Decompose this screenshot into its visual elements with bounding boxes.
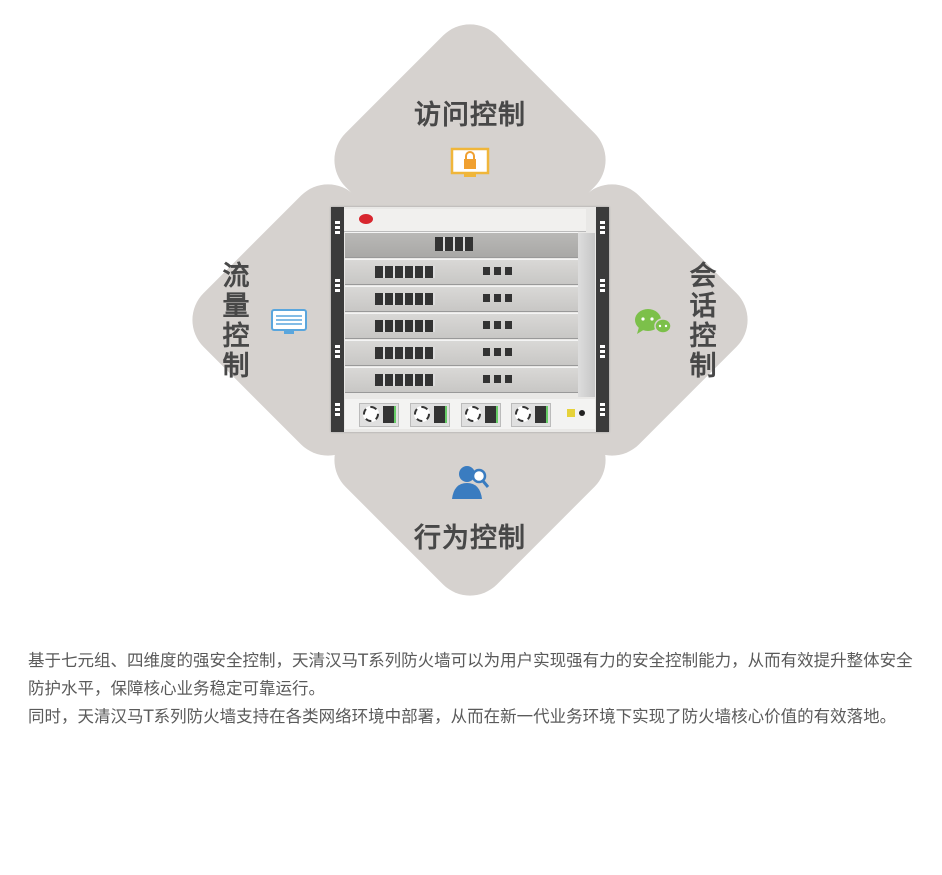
session-control-title: 会话控制 [689, 261, 717, 382]
user-search-icon [452, 466, 490, 499]
behavior-control-title: 行为控制 [414, 523, 526, 554]
firewall-chassis-image [331, 207, 609, 432]
brand-logo [359, 214, 373, 224]
access-control-title: 访问控制 [414, 100, 526, 131]
chat-icon [635, 309, 672, 334]
monitor-icon [271, 309, 307, 334]
description-paragraph-2: 同时，天清汉马T系列防火墙支持在各类网络环境中部署，从而在新一代业务环境下实现了… [28, 707, 897, 726]
lock-monitor-icon [450, 147, 490, 177]
traffic-control-title: 流量控制 [222, 261, 250, 382]
description-paragraph-1: 基于七元组、四维度的强安全控制，天清汉马T系列防火墙可以为用户实现强有力的安全控… [28, 651, 913, 698]
description: 基于七元组、四维度的强安全控制，天清汉马T系列防火墙可以为用户实现强有力的安全控… [28, 647, 918, 731]
